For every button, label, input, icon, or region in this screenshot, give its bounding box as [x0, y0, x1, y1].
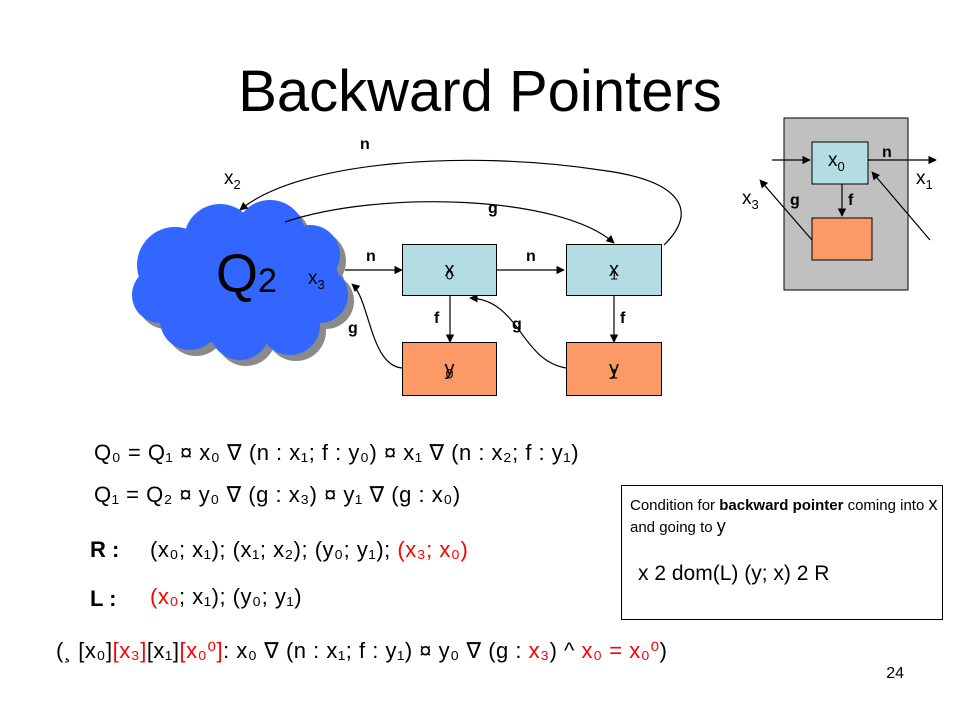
- relation-l: (x₀; x₁); (y₀; y₁): [150, 584, 303, 609]
- inset-var-x1: x1: [916, 168, 933, 192]
- condition-formula: x 2 dom(L) (y; x) 2 R: [638, 562, 830, 585]
- inset-node-x0-label: x0: [828, 150, 845, 174]
- inset-node-x0: [811, 141, 869, 185]
- edge-g-y0-to-q2: [351, 283, 403, 369]
- diagram-edges: [239, 159, 682, 369]
- edge-g-q2-to-x1: [284, 201, 615, 244]
- relation-l-label: L :: [90, 586, 117, 611]
- inset-var-x3: x3: [742, 188, 759, 212]
- edge-label-g-left: g: [348, 320, 358, 337]
- slide-title: Backward Pointers: [238, 59, 722, 124]
- condition-box: Condition for backward pointer coming in…: [621, 485, 943, 620]
- edge-label-f-left: f: [434, 310, 440, 327]
- inset-label-g: g: [790, 192, 800, 209]
- edge-g-y1-to-x0: [469, 294, 567, 369]
- inset-edge-in2: [871, 171, 931, 241]
- equation-bottom: (¸ [x₀][x₃][x₁][x₀⁰]: x₀ ∇ (n : x₁; f : …: [56, 638, 668, 663]
- inset-edge-g: [759, 179, 813, 241]
- cloud-label: Q2: [216, 244, 277, 304]
- inset-label-f: f: [848, 192, 854, 209]
- equation-q1: Q₁ = Q₂ ¤ y₀ ∇ (g : x₃) ¤ y₁ ∇ (g : x₀): [94, 482, 461, 507]
- inset-node-y: [811, 217, 873, 261]
- equation-q0: Q₀ = Q₁ ¤ x₀ ∇ (n : x₁; f : y₀) ¤ x₁ ∇ (…: [94, 440, 580, 465]
- var-x2: x2: [224, 168, 241, 192]
- edge-label-n-mid: n: [526, 248, 536, 265]
- edge-n-x1-to-q2: [239, 159, 682, 246]
- relation-r-label: R :: [90, 537, 120, 562]
- cloud-q2: [132, 200, 348, 360]
- edge-label-n-left: n: [366, 248, 376, 265]
- edge-label-g-top: g: [488, 200, 498, 217]
- inset-label-n: n: [882, 144, 892, 161]
- relation-r: (x₀; x₁); (x₁; x₂); (y₀; y₁); (x₃; x₀): [150, 537, 469, 562]
- inset-diagram: [759, 117, 937, 291]
- condition-text: Condition for backward pointer coming in…: [630, 494, 938, 536]
- edge-label-g-mid: g: [512, 316, 522, 333]
- edge-label-n-top: n: [360, 136, 370, 153]
- var-x3: x3: [308, 268, 325, 292]
- edge-label-f-right: f: [620, 310, 626, 327]
- page-number: 24: [886, 665, 904, 682]
